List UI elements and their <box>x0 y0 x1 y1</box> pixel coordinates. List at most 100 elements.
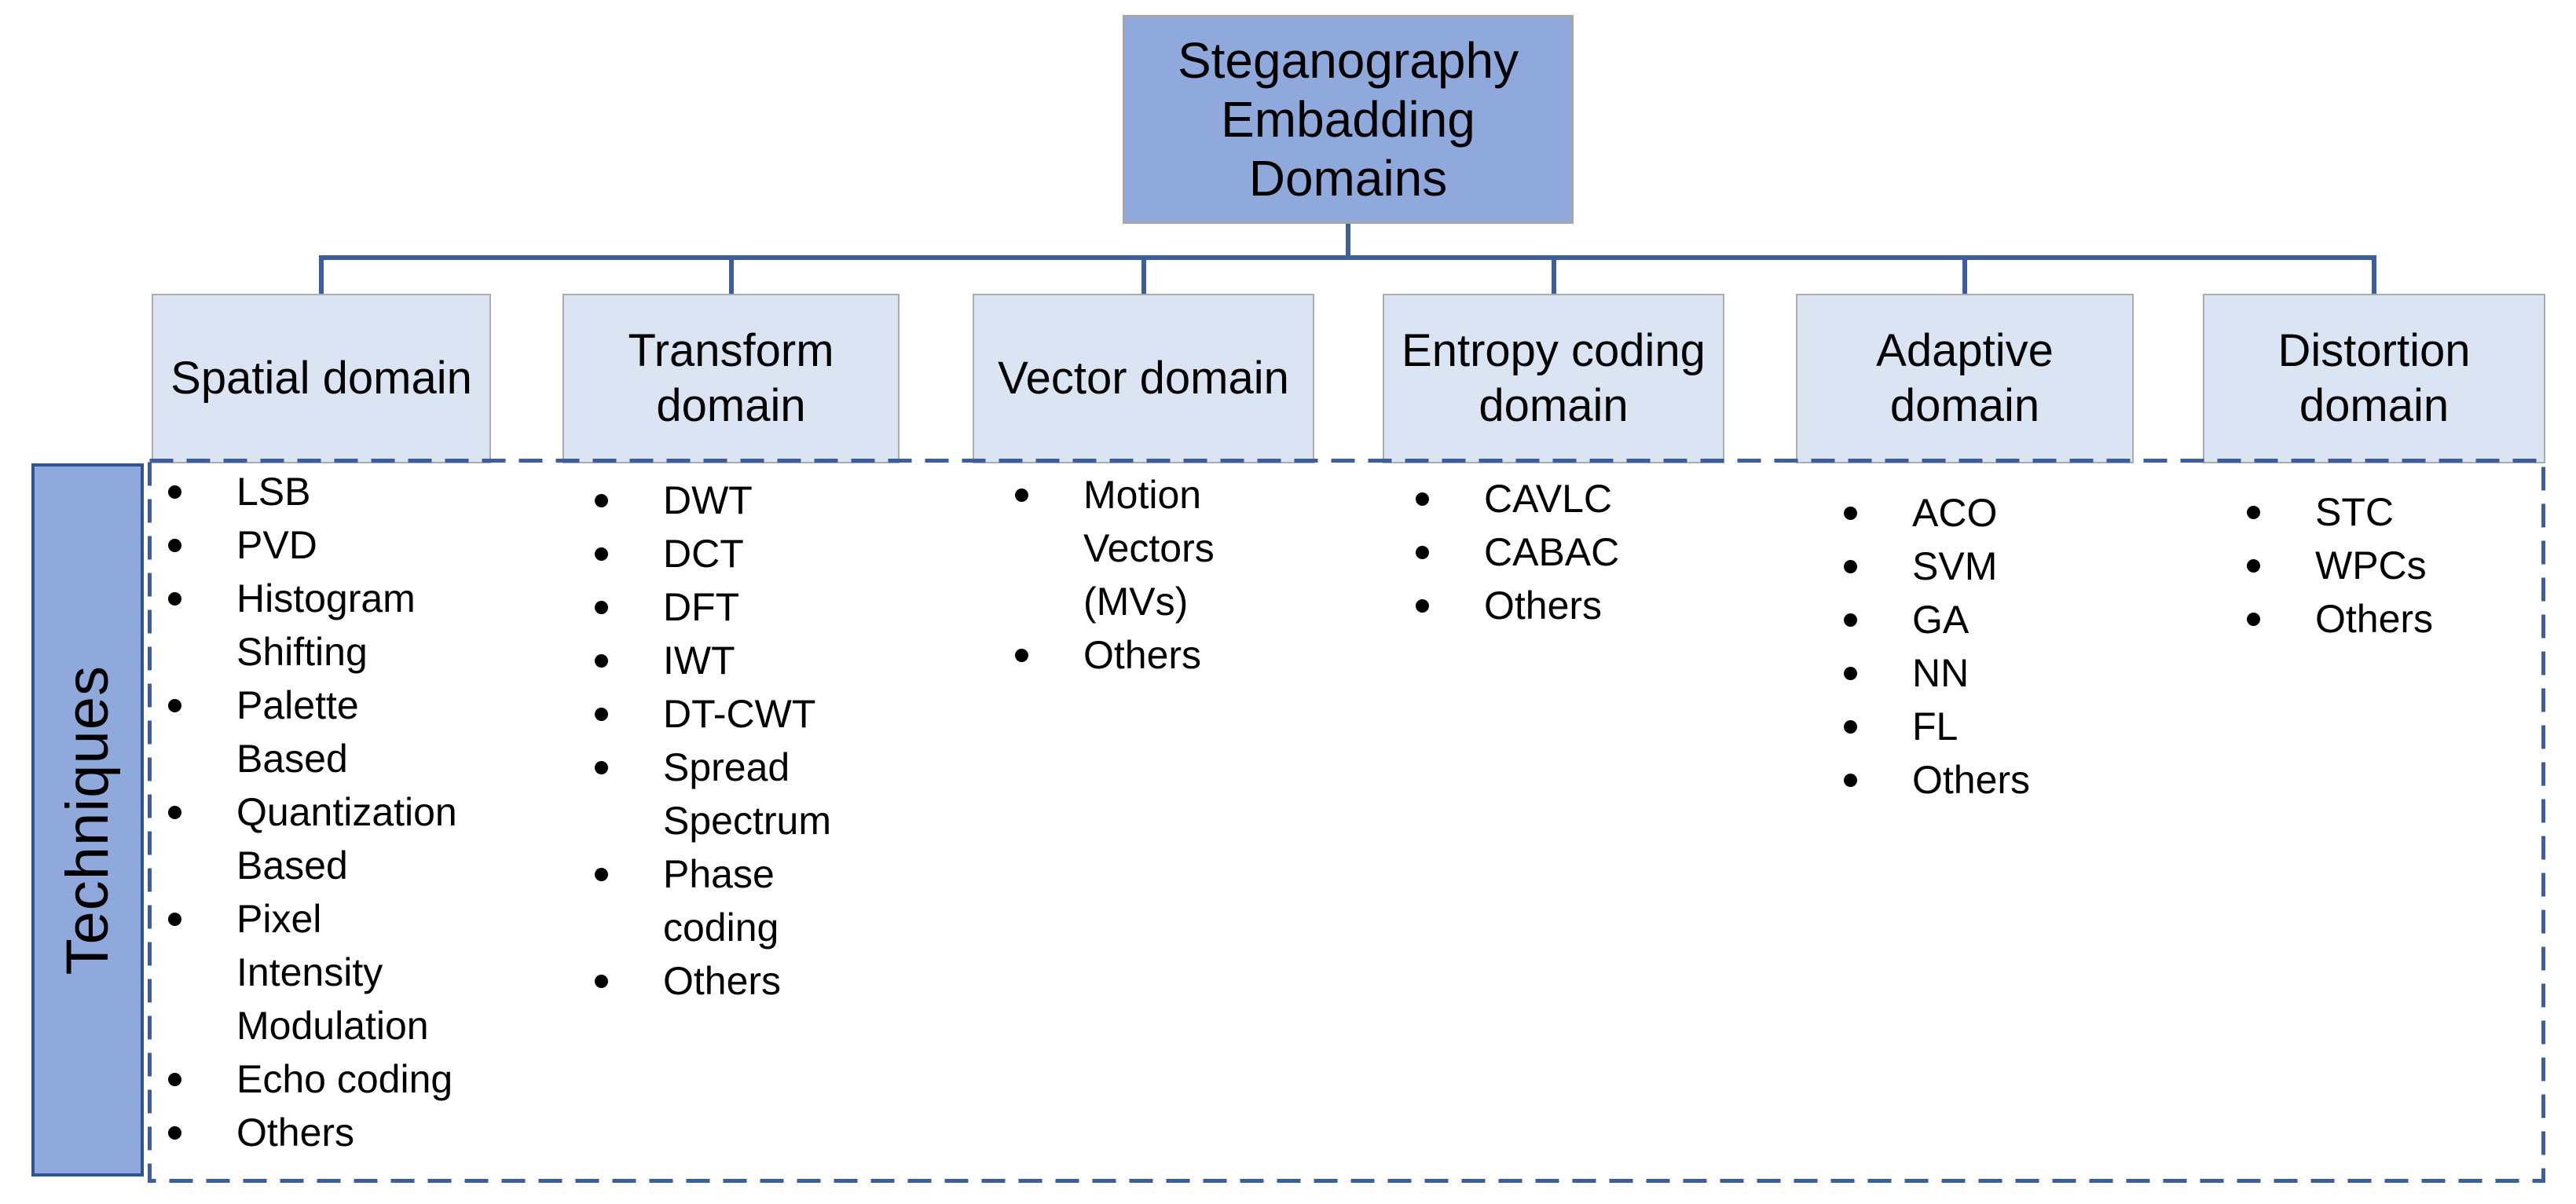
technique-item: DFT <box>595 580 900 634</box>
technique-line: Pixel <box>236 897 322 941</box>
technique-line: LSB <box>236 470 311 514</box>
bullet-cell <box>1844 700 1912 734</box>
technique-line: SVM <box>1912 544 1998 588</box>
technique-item: DT-CWT <box>595 687 900 741</box>
technique-line: DFT <box>663 585 740 629</box>
bullet-cell <box>168 1106 236 1140</box>
bullet-cell <box>1844 486 1912 520</box>
technique-text: Others <box>663 954 900 1008</box>
bullet-icon <box>168 1126 181 1140</box>
technique-line: (MVs) <box>1083 580 1189 624</box>
bullet-cell <box>595 954 663 988</box>
domain-label-line: domain <box>2299 380 2450 431</box>
technique-item: Others <box>1416 579 1724 632</box>
horizontal-branch-line <box>319 255 2376 260</box>
bullet-cell <box>168 892 236 926</box>
technique-item: FL <box>1844 700 2134 753</box>
domain-box-2: Vector domain <box>973 294 1314 463</box>
technique-line: Spectrum <box>663 799 831 843</box>
bullet-icon <box>1844 720 1857 734</box>
bullet-cell <box>1844 646 1912 680</box>
technique-line: NN <box>1912 651 1970 695</box>
bullet-cell <box>595 527 663 561</box>
bullet-cell <box>1416 525 1484 559</box>
technique-line: WPCs <box>2315 543 2427 587</box>
technique-line: CAVLC <box>1484 477 1613 521</box>
technique-item: Others <box>1015 628 1314 682</box>
root-node-steganography-embadding-domains: Steganography Embadding Domains <box>1123 15 1574 224</box>
domain-label-line: Distortion <box>2277 325 2471 376</box>
techniques-label: Techniques <box>54 664 121 975</box>
technique-item: PVD <box>168 518 491 572</box>
technique-item: DCT <box>595 527 900 580</box>
branch-stem-line-3 <box>1551 255 1556 295</box>
technique-line: coding <box>663 906 779 950</box>
bullet-cell <box>595 580 663 614</box>
bullet-icon <box>1015 649 1028 662</box>
bullet-cell <box>1015 628 1083 662</box>
bullet-icon <box>1015 489 1028 502</box>
technique-line: DCT <box>663 532 744 576</box>
bullet-icon <box>1416 546 1429 559</box>
bullet-cell <box>168 1052 236 1086</box>
bullet-icon <box>595 975 608 988</box>
technique-text: Others <box>1912 753 2134 807</box>
root-stem-line <box>1346 224 1350 260</box>
technique-line: Modulation <box>236 1004 429 1048</box>
bullet-cell <box>1416 579 1484 613</box>
technique-line: Motion <box>1083 473 1202 517</box>
technique-text: GA <box>1912 593 2134 646</box>
bullet-cell <box>168 785 236 819</box>
technique-text: IWT <box>663 634 900 687</box>
technique-list-4: ACO SVM GA NN FL Others <box>1844 486 2134 807</box>
technique-text: DT-CWT <box>663 687 900 741</box>
techniques-side-bar: Techniques <box>31 463 144 1177</box>
technique-line: Echo coding <box>236 1057 453 1101</box>
bullet-icon <box>168 539 181 552</box>
bullet-cell <box>1015 468 1083 502</box>
technique-text: ACO <box>1912 486 2134 540</box>
technique-line: Shifting <box>236 630 368 674</box>
branch-stem-line-1 <box>728 255 734 295</box>
technique-line: ACO <box>1912 491 1998 535</box>
bullet-cell <box>2247 485 2315 519</box>
bullet-icon <box>1416 492 1429 506</box>
technique-text: CABAC <box>1484 525 1724 579</box>
technique-line: Quantization <box>236 790 457 834</box>
technique-line: Others <box>236 1111 355 1155</box>
technique-text: NN <box>1912 646 2134 700</box>
technique-text: Others <box>1484 579 1724 632</box>
technique-line: GA <box>1912 598 1970 642</box>
technique-line: Others <box>1912 758 2031 802</box>
technique-line: Based <box>236 844 348 887</box>
branch-stem-line-4 <box>1962 255 1967 295</box>
domain-label-line: Transform <box>628 325 834 376</box>
bullet-icon <box>595 654 608 668</box>
domain-label-line: domain <box>1889 380 2040 431</box>
domain-label-line: Spatial domain <box>170 353 472 404</box>
bullet-icon <box>595 547 608 561</box>
technique-text: LSB <box>236 465 491 518</box>
bullet-icon <box>1416 599 1429 613</box>
bullet-icon <box>595 868 608 881</box>
technique-line: Others <box>1484 584 1603 628</box>
technique-item: ACO <box>1844 486 2134 540</box>
technique-line: DT-CWT <box>663 692 816 736</box>
technique-line: Others <box>2315 597 2434 641</box>
branch-stem-line-5 <box>2372 255 2376 295</box>
bullet-icon <box>595 494 608 507</box>
